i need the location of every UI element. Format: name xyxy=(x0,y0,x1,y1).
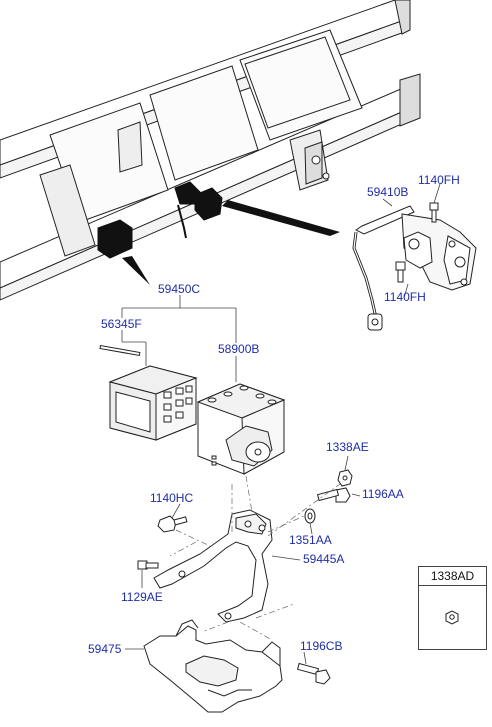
label-1129ae: 1129AE xyxy=(121,590,163,604)
bolt-1140hc xyxy=(157,515,188,533)
label-59410b: 59410B xyxy=(367,185,409,199)
bolt-1196cb xyxy=(296,662,331,685)
nut-1338ae xyxy=(337,469,353,487)
label-1140fh-bottom: 1140FH xyxy=(384,290,426,304)
label-56345f: 56345F xyxy=(101,317,142,331)
mounted-modules xyxy=(97,181,223,259)
skid-plate xyxy=(143,619,283,713)
callout-wedge-left xyxy=(122,256,150,285)
label-1351aa: 1351AA xyxy=(289,533,332,547)
callout-wedge-right xyxy=(222,200,340,236)
washer-1351aa xyxy=(304,508,316,524)
phantom-lines xyxy=(169,475,341,641)
mounting-bracket xyxy=(153,509,273,623)
label-1140fh-top: 1140FH xyxy=(418,173,460,187)
part-leaders xyxy=(125,455,361,665)
nut-1338ad-icon xyxy=(445,610,459,625)
ecu-module xyxy=(99,344,198,441)
sensor-leaders xyxy=(382,183,441,299)
bolt-1129ae xyxy=(137,560,159,570)
label-1338ae: 1338AE xyxy=(326,440,369,454)
label-1196cb: 1196CB xyxy=(300,639,343,653)
label-1338ad: 1338AD xyxy=(419,567,486,586)
nut-1338ad-inset: 1338AD xyxy=(418,566,487,650)
label-58900b: 58900B xyxy=(218,342,260,356)
label-59450c: 59450C xyxy=(158,282,201,296)
label-1140hc: 1140HC xyxy=(150,491,194,505)
label-59445a: 59445A xyxy=(303,552,345,566)
tree-leaders xyxy=(121,295,237,382)
bolt-1140fh-bottom xyxy=(395,261,406,283)
label-59475: 59475 xyxy=(88,642,122,656)
bolt-1196aa xyxy=(316,487,351,503)
label-1196aa: 1196AA xyxy=(362,487,404,501)
height-sensor-assembly xyxy=(352,205,477,331)
hcu-module xyxy=(196,383,286,475)
